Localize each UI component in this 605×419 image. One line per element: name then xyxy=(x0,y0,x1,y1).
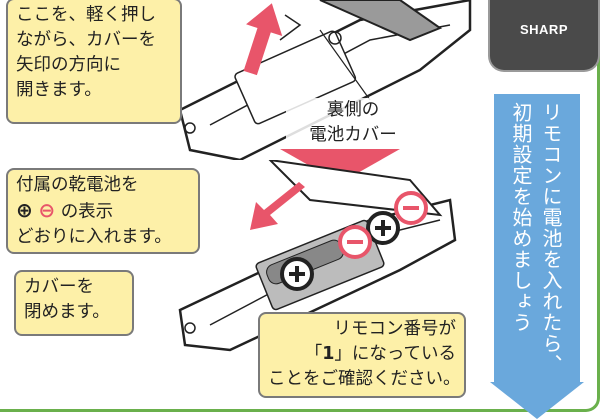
minus-marker-top xyxy=(394,191,428,225)
banner-text-2: 初期設定を始めましょう xyxy=(509,102,533,333)
brand-logo: SHARP xyxy=(519,22,568,37)
callout-close-cover: カバーを 閉めます。 xyxy=(14,270,134,336)
open-direction-arrow xyxy=(243,3,283,76)
battery-cover-label: 裏側の 電池カバー xyxy=(286,98,420,148)
minus-symbol: ⊖ xyxy=(38,198,56,222)
callout-remote-number: リモコン番号が 「1」になっている ことをご確認ください。 xyxy=(258,312,466,398)
minus-marker-bottom xyxy=(338,225,372,259)
plus-marker-top xyxy=(366,211,400,245)
plus-symbol: ⊕ xyxy=(16,198,33,222)
remote-open-illustration xyxy=(178,0,472,160)
step-down-arrow xyxy=(280,149,400,183)
callout-open-cover: ここを、軽く押し ながら、カバーを 矢印の方向に 開きます。 xyxy=(6,0,182,124)
insert-direction-arrow xyxy=(250,182,305,230)
callout-insert-batteries: 付属の乾電池を ⊕ ⊖ の表示 どおりに入れます。 xyxy=(6,168,200,254)
tv-device-corner: SHARP xyxy=(488,0,600,72)
setup-banner-arrow: リモコンに電池を入れたら、 初期設定を始めましょう xyxy=(490,94,584,419)
banner-text-1: リモコンに電池を入れたら、 xyxy=(539,102,563,375)
plus-marker-bottom xyxy=(280,257,314,291)
